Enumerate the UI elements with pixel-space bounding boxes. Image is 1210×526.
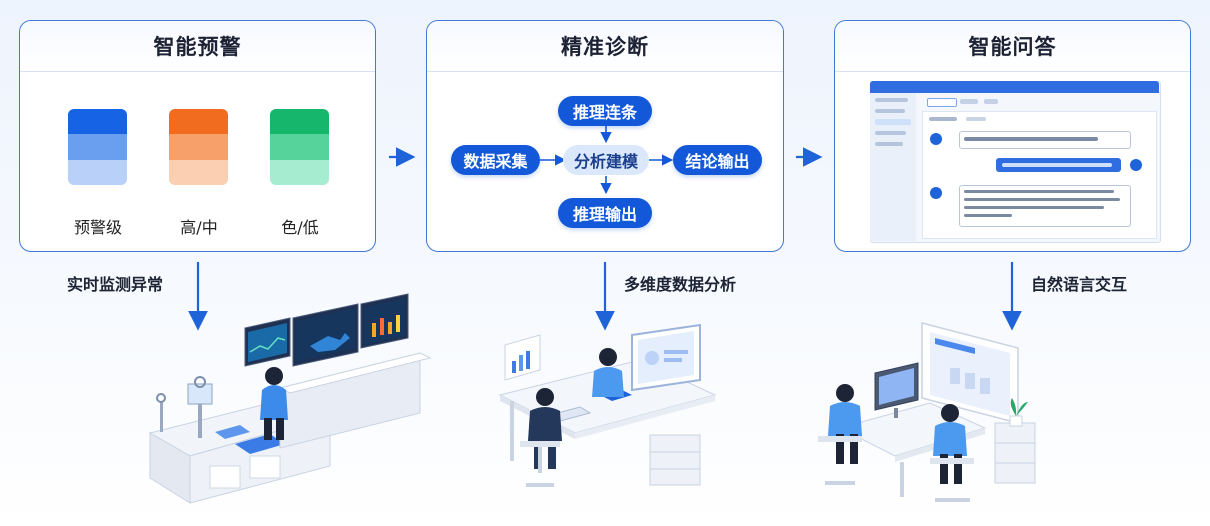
- alert-level-swatch-green: [270, 109, 329, 185]
- qa-sidebar-item: [875, 109, 905, 113]
- swatch-band: [270, 109, 329, 135]
- send-arrow-icon: [1130, 159, 1142, 171]
- swatch-band: [169, 109, 228, 135]
- qa-sidebar-item: [875, 98, 908, 102]
- swatch-band: [68, 159, 127, 185]
- qa-app-screenshot: [870, 81, 1161, 243]
- qa-sidebar-item: [875, 142, 903, 146]
- bot-avatar: [930, 187, 942, 199]
- flow-connectors: [540, 126, 674, 195]
- panel-smart-qa: 智能问答: [834, 20, 1191, 252]
- flow-node-data-collect: 数据采集: [451, 145, 540, 175]
- qa-sidebar-item: [875, 131, 906, 135]
- swatch-band: [169, 159, 228, 185]
- caption-realtime-monitoring: 实时监测异常: [67, 275, 164, 294]
- panel-title: 智能问答: [835, 21, 1190, 72]
- chat-text-line: [964, 137, 1098, 141]
- swatch-band: [270, 134, 329, 160]
- caption-multidim-analysis: 多维度数据分析: [624, 275, 737, 294]
- qa-tab: [927, 98, 957, 107]
- swatch-band: [68, 134, 127, 160]
- swatch-band: [68, 109, 127, 135]
- qa-sidebar-item-active: [875, 119, 911, 125]
- chat-text-line: [964, 198, 1120, 201]
- flow-node-conclusion: 结论输出: [673, 145, 762, 175]
- alert-level-swatch-orange: [169, 109, 228, 185]
- bot-avatar: [930, 133, 942, 145]
- qa-titlebar: [870, 81, 1159, 93]
- alert-level-label: 高/中: [180, 218, 218, 237]
- alert-level-label: 色/低: [281, 218, 319, 237]
- panel-precise-diagnosis: 精准诊断 推理连条 数据采集 分析建模 结论输出 推理输出: [426, 20, 784, 252]
- caption-natural-language: 自然语言交互: [1031, 275, 1128, 294]
- chat-text-line: [964, 206, 1104, 209]
- chat-text-line: [964, 214, 1012, 217]
- qa-chat-header: [966, 117, 986, 121]
- chat-text-line: [1002, 163, 1112, 167]
- alert-level-label: 预警级: [73, 218, 122, 237]
- qa-chat-header: [929, 117, 957, 121]
- chat-text-line: [964, 190, 1114, 193]
- alert-level-swatch-blue: [68, 109, 127, 185]
- flow-node-bottom: 推理输出: [558, 198, 652, 228]
- qa-tab: [984, 99, 998, 104]
- monitoring-station-illustration: [148, 293, 432, 504]
- swatch-band: [270, 159, 329, 185]
- swatch-band: [169, 134, 228, 160]
- analysis-team-illustration: [498, 323, 717, 487]
- qa-tab: [960, 99, 978, 104]
- qa-sidebar: [870, 93, 916, 241]
- panel-title: 精准诊断: [427, 21, 783, 72]
- panel-title: 智能预警: [20, 21, 375, 72]
- flow-node-analysis: 分析建模: [563, 145, 649, 175]
- qa-office-illustration: [818, 322, 1036, 502]
- flow-node-top: 推理连条: [558, 96, 652, 126]
- panel-smart-alert: 智能预警 预警级 高/中 色/低: [19, 20, 376, 252]
